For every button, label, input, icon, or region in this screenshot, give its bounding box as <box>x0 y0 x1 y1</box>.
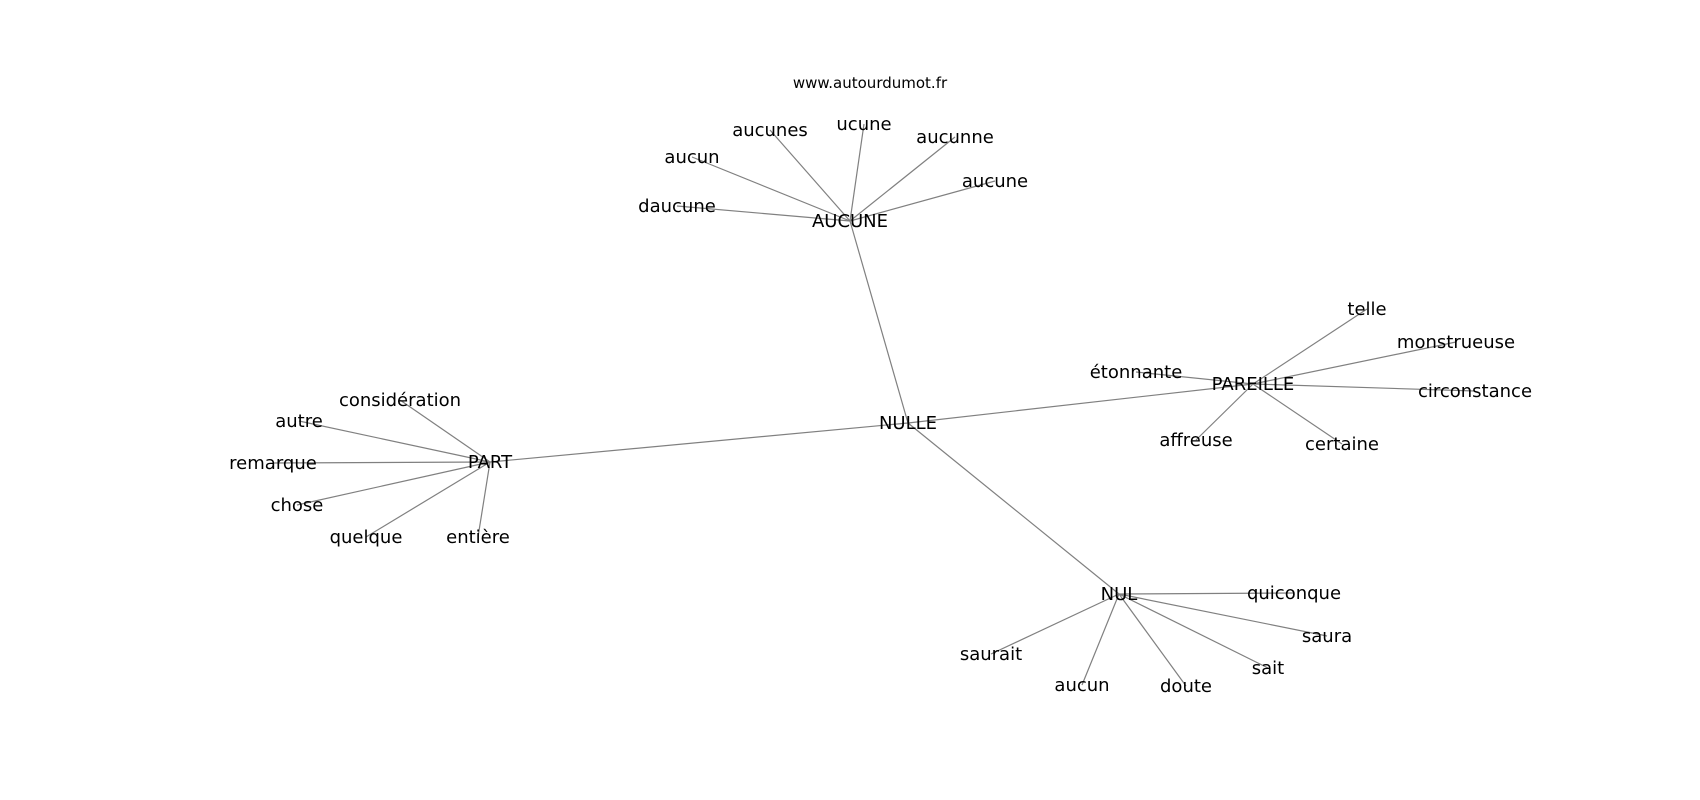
edge-center-to-hub <box>907 383 1254 424</box>
edge-hub-to-leaf <box>1081 593 1120 686</box>
edge-hub-to-leaf <box>1118 593 1328 637</box>
leaf-node-label: saura <box>1302 626 1352 647</box>
center-node-label: NULLE <box>879 413 937 434</box>
edge-hub-to-leaf <box>1252 308 1368 385</box>
leaf-node-label: quelque <box>330 527 403 548</box>
edge-hub-to-leaf <box>1252 341 1457 385</box>
leaf-node-label: daucune <box>638 196 716 217</box>
edge-hub-to-leaf <box>399 399 491 463</box>
edge-hub-to-leaf <box>990 593 1120 655</box>
source-url-label: www.autourdumot.fr <box>793 74 948 92</box>
hub-node-label: AUCUNE <box>812 211 888 232</box>
leaf-node-label: autre <box>275 411 323 432</box>
leaf-node-label: ucune <box>836 114 891 135</box>
leaf-node-label: saurait <box>960 644 1022 665</box>
leaf-node-label: aucunne <box>916 127 994 148</box>
leaf-node-label: aucun <box>664 147 719 168</box>
leaf-node-label: doute <box>1160 676 1212 697</box>
graph-labels: NULLE AUCUNE daucune aucun aucunes ucune aucun… <box>229 114 1532 697</box>
leaf-node-label: remarque <box>229 453 317 474</box>
edge-hub-to-leaf <box>1118 592 1295 595</box>
leaf-node-label: entière <box>446 527 510 548</box>
edge-hub-to-leaf <box>1118 593 1269 669</box>
edge-hub-to-leaf <box>296 461 491 506</box>
leaf-node-label: affreuse <box>1159 430 1232 451</box>
leaf-node-label: considération <box>339 390 461 411</box>
edge-hub-to-leaf <box>1252 383 1343 445</box>
edge-hub-to-leaf <box>849 136 956 222</box>
edge-center-to-hub <box>489 422 909 463</box>
leaf-node-label: sait <box>1252 658 1284 679</box>
edge-hub-to-leaf <box>691 156 851 222</box>
edge-hub-to-leaf <box>676 205 851 222</box>
leaf-node-label: aucun <box>1054 675 1109 696</box>
graph-edges <box>272 123 1476 687</box>
edge-hub-to-leaf <box>298 420 491 463</box>
edge-hub-to-leaf <box>365 461 491 538</box>
edge-hub-to-leaf <box>849 180 996 222</box>
hub-node-label: NUL <box>1101 584 1138 605</box>
edge-hub-to-leaf <box>1118 593 1187 687</box>
edge-hub-to-leaf <box>272 461 491 464</box>
leaf-node-label: aucunes <box>732 120 808 141</box>
leaf-node-label: certaine <box>1305 434 1379 455</box>
edge-center-to-hub <box>907 422 1120 595</box>
leaf-node-label: aucune <box>962 171 1028 192</box>
leaf-node-label: monstrueuse <box>1397 332 1515 353</box>
edge-hub-to-leaf <box>769 129 851 222</box>
hub-node-label: PART <box>468 452 513 473</box>
edge-hub-to-leaf <box>477 461 491 538</box>
leaf-node-label: quiconque <box>1247 583 1341 604</box>
leaf-node-label: circonstance <box>1418 381 1532 402</box>
edge-hub-to-leaf <box>1135 371 1254 385</box>
hub-node-label: PAREILLE <box>1212 374 1295 395</box>
leaf-node-label: chose <box>271 495 324 516</box>
edge-hub-to-leaf <box>1252 383 1476 392</box>
leaf-node-label: telle <box>1347 299 1386 320</box>
edge-hub-to-leaf <box>849 123 865 222</box>
edge-hub-to-leaf <box>1195 383 1254 441</box>
leaf-node-label: étonnante <box>1090 362 1183 383</box>
edge-center-to-hub <box>849 220 909 424</box>
